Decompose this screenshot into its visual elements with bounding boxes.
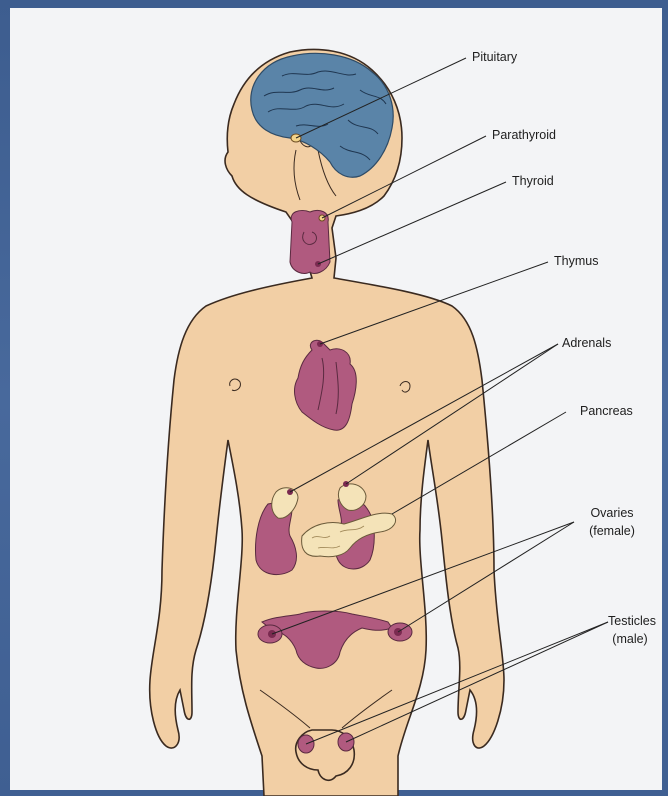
label-pancreas: Pancreas bbox=[580, 404, 633, 419]
label-thyroid: Thyroid bbox=[512, 174, 554, 189]
label-ovaries-note: (female) bbox=[589, 524, 635, 539]
label-testicles: Testicles bbox=[608, 614, 656, 629]
label-parathyroid: Parathyroid bbox=[492, 128, 556, 143]
label-adrenals: Adrenals bbox=[562, 336, 611, 351]
label-ovaries: Ovaries bbox=[590, 506, 633, 521]
label-thymus: Thymus bbox=[554, 254, 598, 269]
label-pituitary: Pituitary bbox=[472, 50, 517, 65]
label-testicles-note: (male) bbox=[612, 632, 647, 647]
right-adrenal bbox=[338, 484, 366, 511]
